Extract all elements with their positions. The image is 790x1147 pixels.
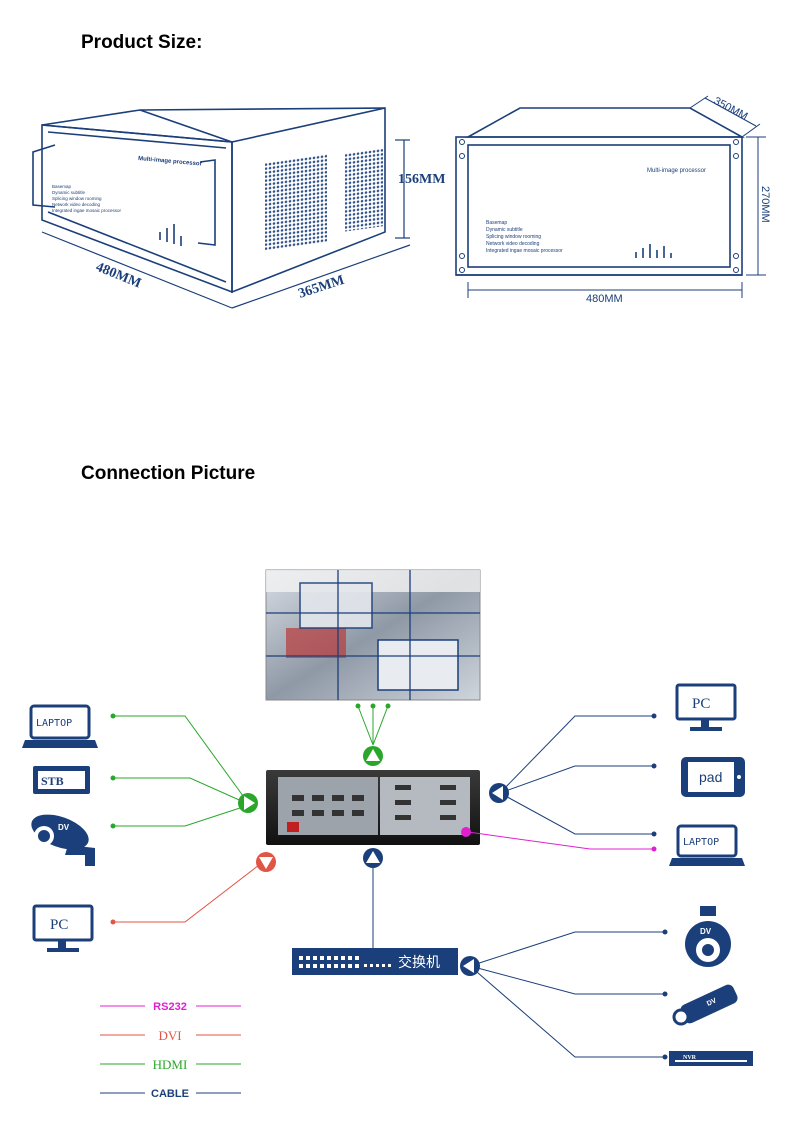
laptop-icon-left: LAPTOP — [22, 704, 98, 748]
legend-item-dvi: DVI — [100, 1028, 241, 1043]
switch-uplink-arrow-icon — [363, 848, 383, 868]
width-label-front: 480MM — [586, 293, 623, 305]
feature-5-perspective: Integrated ingae mosaic processor — [52, 208, 122, 213]
feature-2-perspective: Dynamic subtitle — [52, 190, 86, 195]
video-wall — [265, 569, 481, 701]
nvr-icon: NVR — [669, 1051, 753, 1066]
dome-camera-icon: DV — [685, 906, 731, 967]
screw-icon — [459, 267, 465, 273]
dome-dv-label: DV — [700, 927, 712, 936]
svg-text:RS232: RS232 — [153, 1001, 187, 1013]
stb-label: STB — [41, 774, 64, 788]
legend-item-hdmi: HDMI — [100, 1057, 241, 1072]
processor-chassis — [266, 770, 480, 845]
brand-label-perspective: Multi-image processor — [138, 156, 203, 168]
screw-icon — [733, 153, 739, 159]
feature-4-front: Network video decoding — [486, 241, 540, 247]
pc-label-left: PC — [50, 917, 68, 933]
height-label: 156MM — [398, 172, 445, 187]
switch-camera-arrow-icon — [460, 956, 480, 976]
pc-icon-right: PC — [675, 683, 737, 731]
screw-icon — [459, 139, 465, 145]
brand-label-front: Multi-image processor — [647, 168, 706, 174]
width-label-left: 480MM — [94, 260, 144, 292]
stb-icon: STB — [33, 766, 90, 794]
feature-3-perspective: Splicing window rooming — [52, 196, 102, 201]
laptop-label-left: LAPTOP — [36, 718, 72, 729]
screw-icon — [733, 139, 739, 145]
bullet-dv-label: DV — [706, 997, 718, 1008]
legend-item-cable: CABLE — [100, 1088, 241, 1100]
bullet-camera-icon: DV — [672, 984, 738, 1026]
hdmi-input-arrow-icon — [238, 793, 258, 813]
nvr-label: NVR — [683, 1055, 697, 1061]
laptop-icon-right: LAPTOP — [669, 824, 745, 866]
pad-label: pad — [699, 769, 722, 785]
dv-label: DV — [58, 823, 70, 832]
chassis-front-drawing — [455, 95, 766, 298]
svg-text:CABLE: CABLE — [151, 1088, 189, 1100]
chassis-perspective-drawing — [32, 107, 411, 309]
pc-label-right: PC — [692, 696, 710, 712]
feature-5-front: Integrated ingae mosaic processor — [486, 248, 563, 254]
side-height-label: 270MM — [759, 186, 771, 223]
top-depth-label: 350MM — [712, 95, 750, 123]
screw-icon — [733, 253, 739, 259]
switch-label: 交换机 — [398, 954, 440, 970]
feature-3-front: Splicing window rooming — [486, 234, 541, 240]
svg-text:HDMI: HDMI — [153, 1057, 188, 1072]
vent-grid-left — [265, 148, 383, 251]
laptop-label-right: LAPTOP — [683, 837, 719, 848]
screw-icon — [459, 253, 465, 259]
pad-icon: pad — [681, 757, 745, 797]
feature-4-perspective: Network video decoding — [52, 202, 101, 207]
feature-2-front: Dynamic subtitle — [486, 227, 523, 233]
pc-icon-left: PC — [32, 904, 94, 952]
product-size-heading: Product Size: — [81, 32, 203, 53]
hdmi-output-arrow-icon — [363, 746, 383, 766]
screw-icon — [733, 267, 739, 273]
legend-item-rs232: RS232 — [100, 1001, 241, 1013]
depth-label: 365MM — [297, 273, 347, 302]
dvi-input-arrow-icon — [256, 852, 276, 872]
feature-1-front: Basemap — [486, 220, 507, 226]
network-switch: 交换机 — [292, 948, 458, 975]
screw-icon — [459, 153, 465, 159]
feature-1-perspective: Basemap — [52, 184, 72, 189]
legend: RS232 DVI HDMI CABLE — [100, 1001, 241, 1100]
dv-camera-icon: DV — [31, 814, 95, 866]
connection-picture-heading: Connection Picture — [81, 463, 256, 484]
svg-text:DVI: DVI — [158, 1028, 181, 1043]
cable-input-arrow-icon — [489, 783, 509, 803]
rs232-port-icon — [461, 827, 471, 837]
